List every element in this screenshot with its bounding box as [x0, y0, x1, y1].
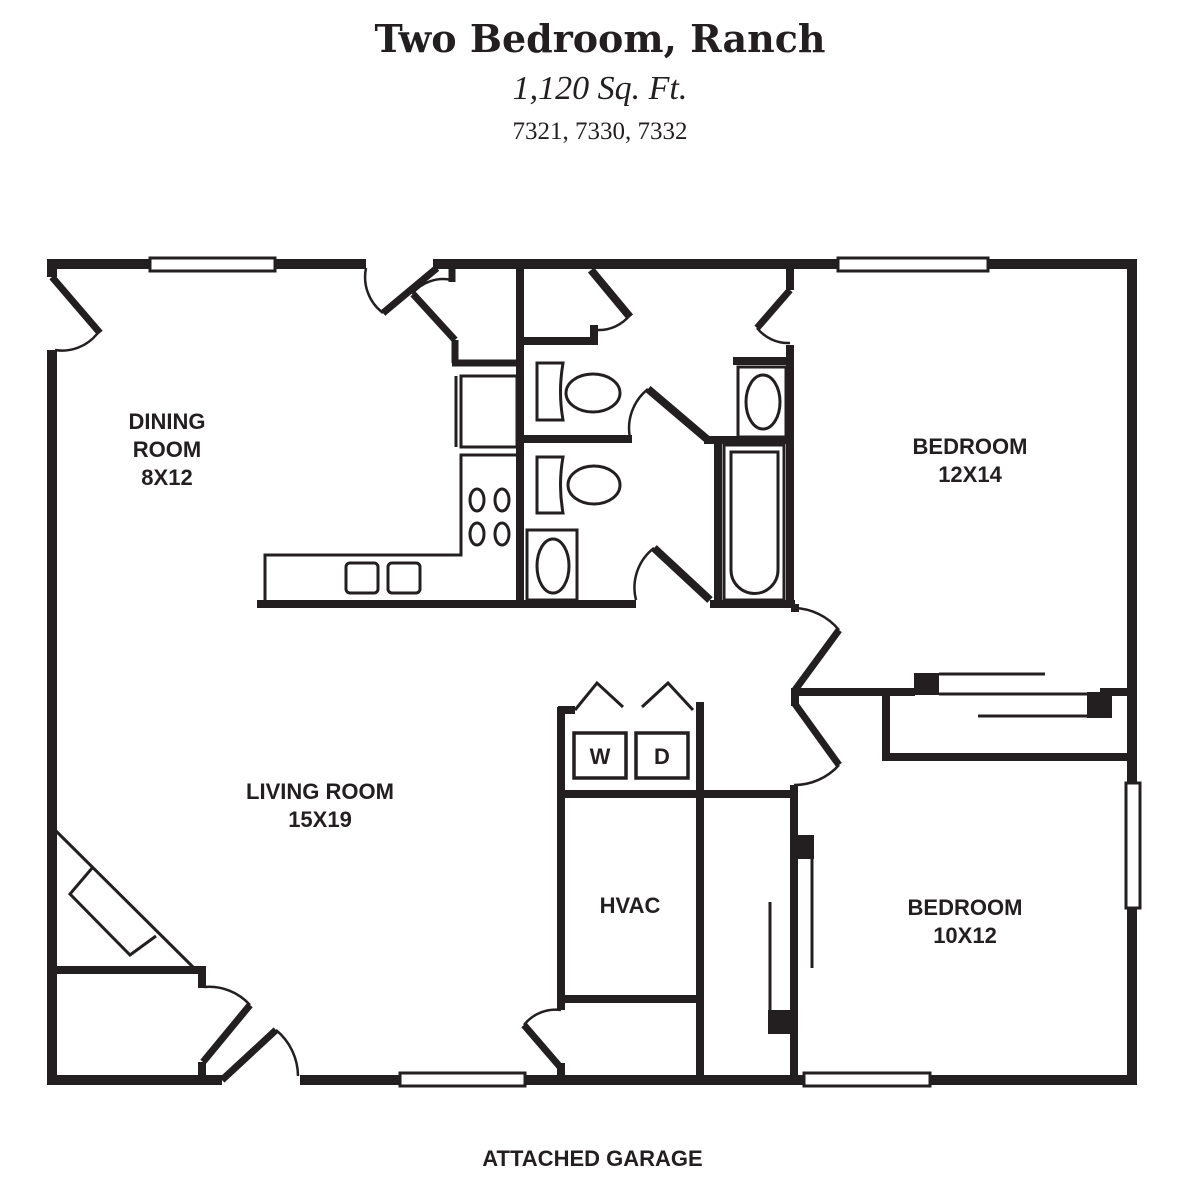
- room-label-dining: DINING ROOM 8X12: [97, 408, 237, 492]
- bedroom2-closet-doors: [768, 835, 814, 1034]
- washer-dryer: [572, 731, 690, 780]
- bedroom-1-name: BEDROOM: [912, 434, 1028, 459]
- bedroom-2-name: BEDROOM: [907, 895, 1023, 920]
- kitchen: [263, 374, 519, 600]
- dining-name-line1: DINING: [128, 409, 206, 434]
- laundry-walls: [557, 702, 798, 1080]
- bedroom-2-size: 10X12: [933, 923, 997, 948]
- closet-sliding-doors: [914, 672, 1112, 718]
- unit-numbers: 7321, 7330, 7332: [512, 118, 688, 145]
- washer-label: W: [589, 744, 611, 769]
- room-label-bedroom-2: BEDROOM 10X12: [895, 894, 1035, 950]
- dining-size: 8X12: [141, 465, 193, 490]
- dining-door: [49, 274, 103, 336]
- room-label-bedroom-1: BEDROOM 12X14: [900, 433, 1040, 489]
- bedroom-1-size: 12X14: [938, 462, 1002, 487]
- room-label-living: LIVING ROOM 15X19: [220, 778, 420, 834]
- closet-walls: [410, 269, 520, 367]
- fireplace: [53, 828, 198, 972]
- windows: [148, 256, 1142, 1088]
- plan-title: Two Bedroom, Ranch: [374, 16, 826, 61]
- living-size: 15X19: [288, 807, 352, 832]
- dining-name-line2: ROOM: [132, 437, 202, 462]
- square-footage: 1,120 Sq. Ft.: [512, 70, 688, 107]
- hall-doors: [792, 627, 842, 768]
- room-label-hvac: HVAC: [599, 893, 661, 918]
- bath-walls: [257, 264, 795, 608]
- fixtures: [525, 361, 788, 602]
- living-name: LIVING ROOM: [246, 779, 394, 804]
- exterior-walls: [47, 259, 1137, 1085]
- garage-label: ATTACHED GARAGE: [482, 1146, 703, 1171]
- dryer-label: D: [654, 744, 670, 769]
